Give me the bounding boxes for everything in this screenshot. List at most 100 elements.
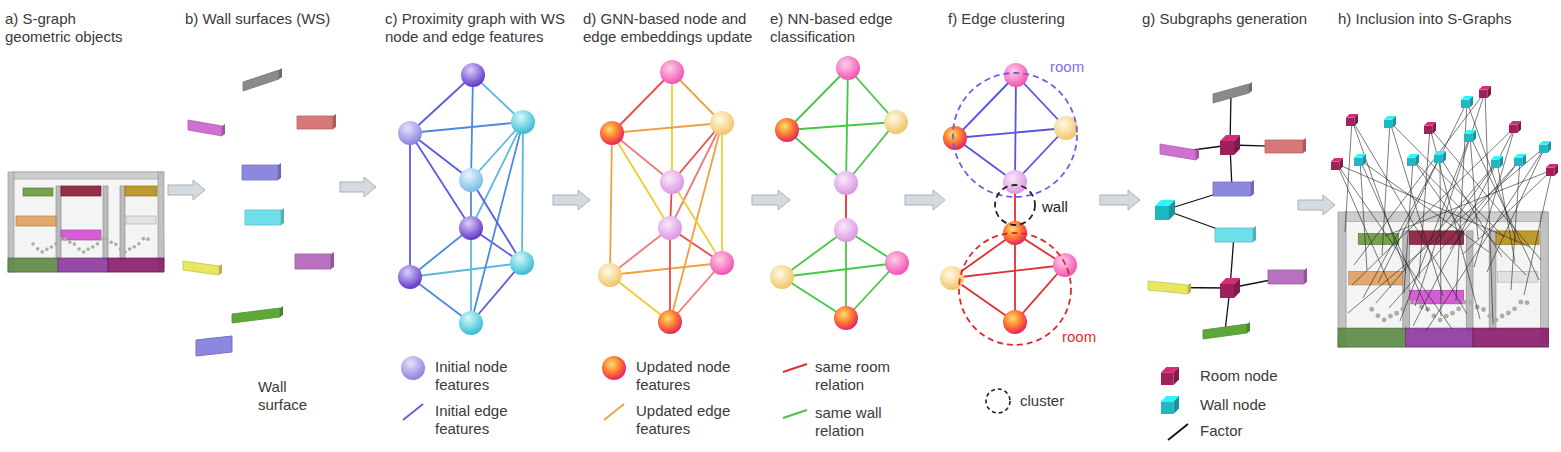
trajectory-dot [114,242,118,246]
wall-segment [8,258,58,272]
graph-node-cube [1346,114,1358,126]
factor-line [1415,92,1485,306]
factor-line [1456,102,1467,301]
panel-title: b) Wall surfaces (WS) [185,10,375,28]
cube-side [1469,96,1473,108]
panel-title: a) S-graph geometric objects [5,10,145,46]
cube-side [1234,135,1240,155]
factor-line [1474,127,1515,267]
panel-title: f) Edge clustering [948,10,1118,28]
graph-node-cube [1424,122,1436,134]
trajectory-dot [86,247,90,251]
graph-edge [952,265,1065,278]
cube-side [1174,396,1179,414]
cube-side [1339,158,1343,170]
wall-segment [108,258,164,272]
factor-line [1385,170,1552,236]
panel-title: h) Inclusion into S-Graphs [1338,10,1553,28]
cube-front [1509,125,1517,133]
factor-line [1363,157,1440,298]
cube-side [1415,154,1419,166]
wall-segment [1497,271,1538,282]
wall-surface [1268,270,1304,284]
building-model [1338,212,1549,347]
wall-surface-edge [279,68,282,79]
cluster-outline [994,184,1036,226]
wall-surface-edge [1304,268,1307,284]
legend-samples [196,336,1188,440]
wall-surface-edge [1303,138,1306,153]
graph-node [834,218,858,242]
cluster-node: room [952,72,1078,198]
cube-side [1442,151,1446,163]
wall-surface [1203,324,1247,339]
legend-text: Updated node features [636,358,746,394]
wall-surface [188,120,222,136]
graph-node-cube [1539,141,1551,153]
wall-surface [183,261,219,275]
cube-side [1499,156,1503,168]
graph-node [940,266,964,290]
trajectory-dot [100,237,104,241]
subgraphs [1148,82,1307,339]
trajectory-dot [1450,311,1455,316]
cluster-label: room [1062,328,1096,345]
trajectory-dot [137,242,141,246]
wall-segment [1338,328,1406,347]
legend-text: Wall node [1200,396,1310,414]
wall-surface-edge [222,124,225,136]
legend-line-sample [403,404,423,420]
graph-node-cube [1155,200,1175,220]
wall-surface-edge [1251,180,1254,196]
wall-frame [1345,212,1548,221]
trajectory-dot [1500,314,1505,319]
wall-surface-edge [331,252,334,269]
flow-arrow [168,180,205,200]
factor-line [1426,147,1545,331]
trajectory-dot [1438,317,1443,322]
wall-segment [1496,231,1539,245]
cluster-circle [995,185,1035,225]
wall-surface [1265,140,1303,153]
wall-surface [1213,182,1251,196]
wall-surface-edge [1247,322,1250,333]
graph-node [459,168,483,192]
graph-node [658,310,682,334]
cluster-outline [952,72,1078,198]
graph-node-cube [1354,154,1366,166]
legend-text: Updated edge features [636,402,756,438]
factor-line [1470,136,1478,239]
wall-surface-edge [280,306,283,317]
panel-title: g) Subgraphs generation [1142,10,1332,28]
wall-segment [61,230,101,240]
cluster-node: wall [994,184,1036,226]
trajectory-dot [1425,307,1430,312]
factor-line [1511,160,1520,290]
trajectory-dot [1388,314,1393,319]
trajectory-dot [1487,314,1492,319]
legend-text: Factor [1200,422,1310,440]
graph-edge [410,75,473,133]
legend-text: cluster [1020,392,1100,410]
sgraph-layers [1331,86,1558,331]
wall-surface [242,165,278,180]
legend-swatch [196,336,232,356]
trajectory-dot [105,237,109,241]
cube-front [1464,134,1472,142]
trajectory-dot [77,247,81,251]
graph-node [660,60,684,84]
graph-edge [410,263,522,277]
legend-text: Wall surface [258,378,328,414]
wall-surface [1148,281,1188,294]
wall-frame [1338,212,1346,347]
cube-front [1161,401,1174,414]
factor-line [1524,170,1552,295]
cube-front [1384,120,1392,128]
graph [398,63,535,335]
cube-side [1522,154,1526,166]
cube-front [1539,145,1547,153]
legend-text: same room relation [815,358,915,394]
graph-node [834,171,858,195]
trajectory-dot [1518,300,1523,305]
